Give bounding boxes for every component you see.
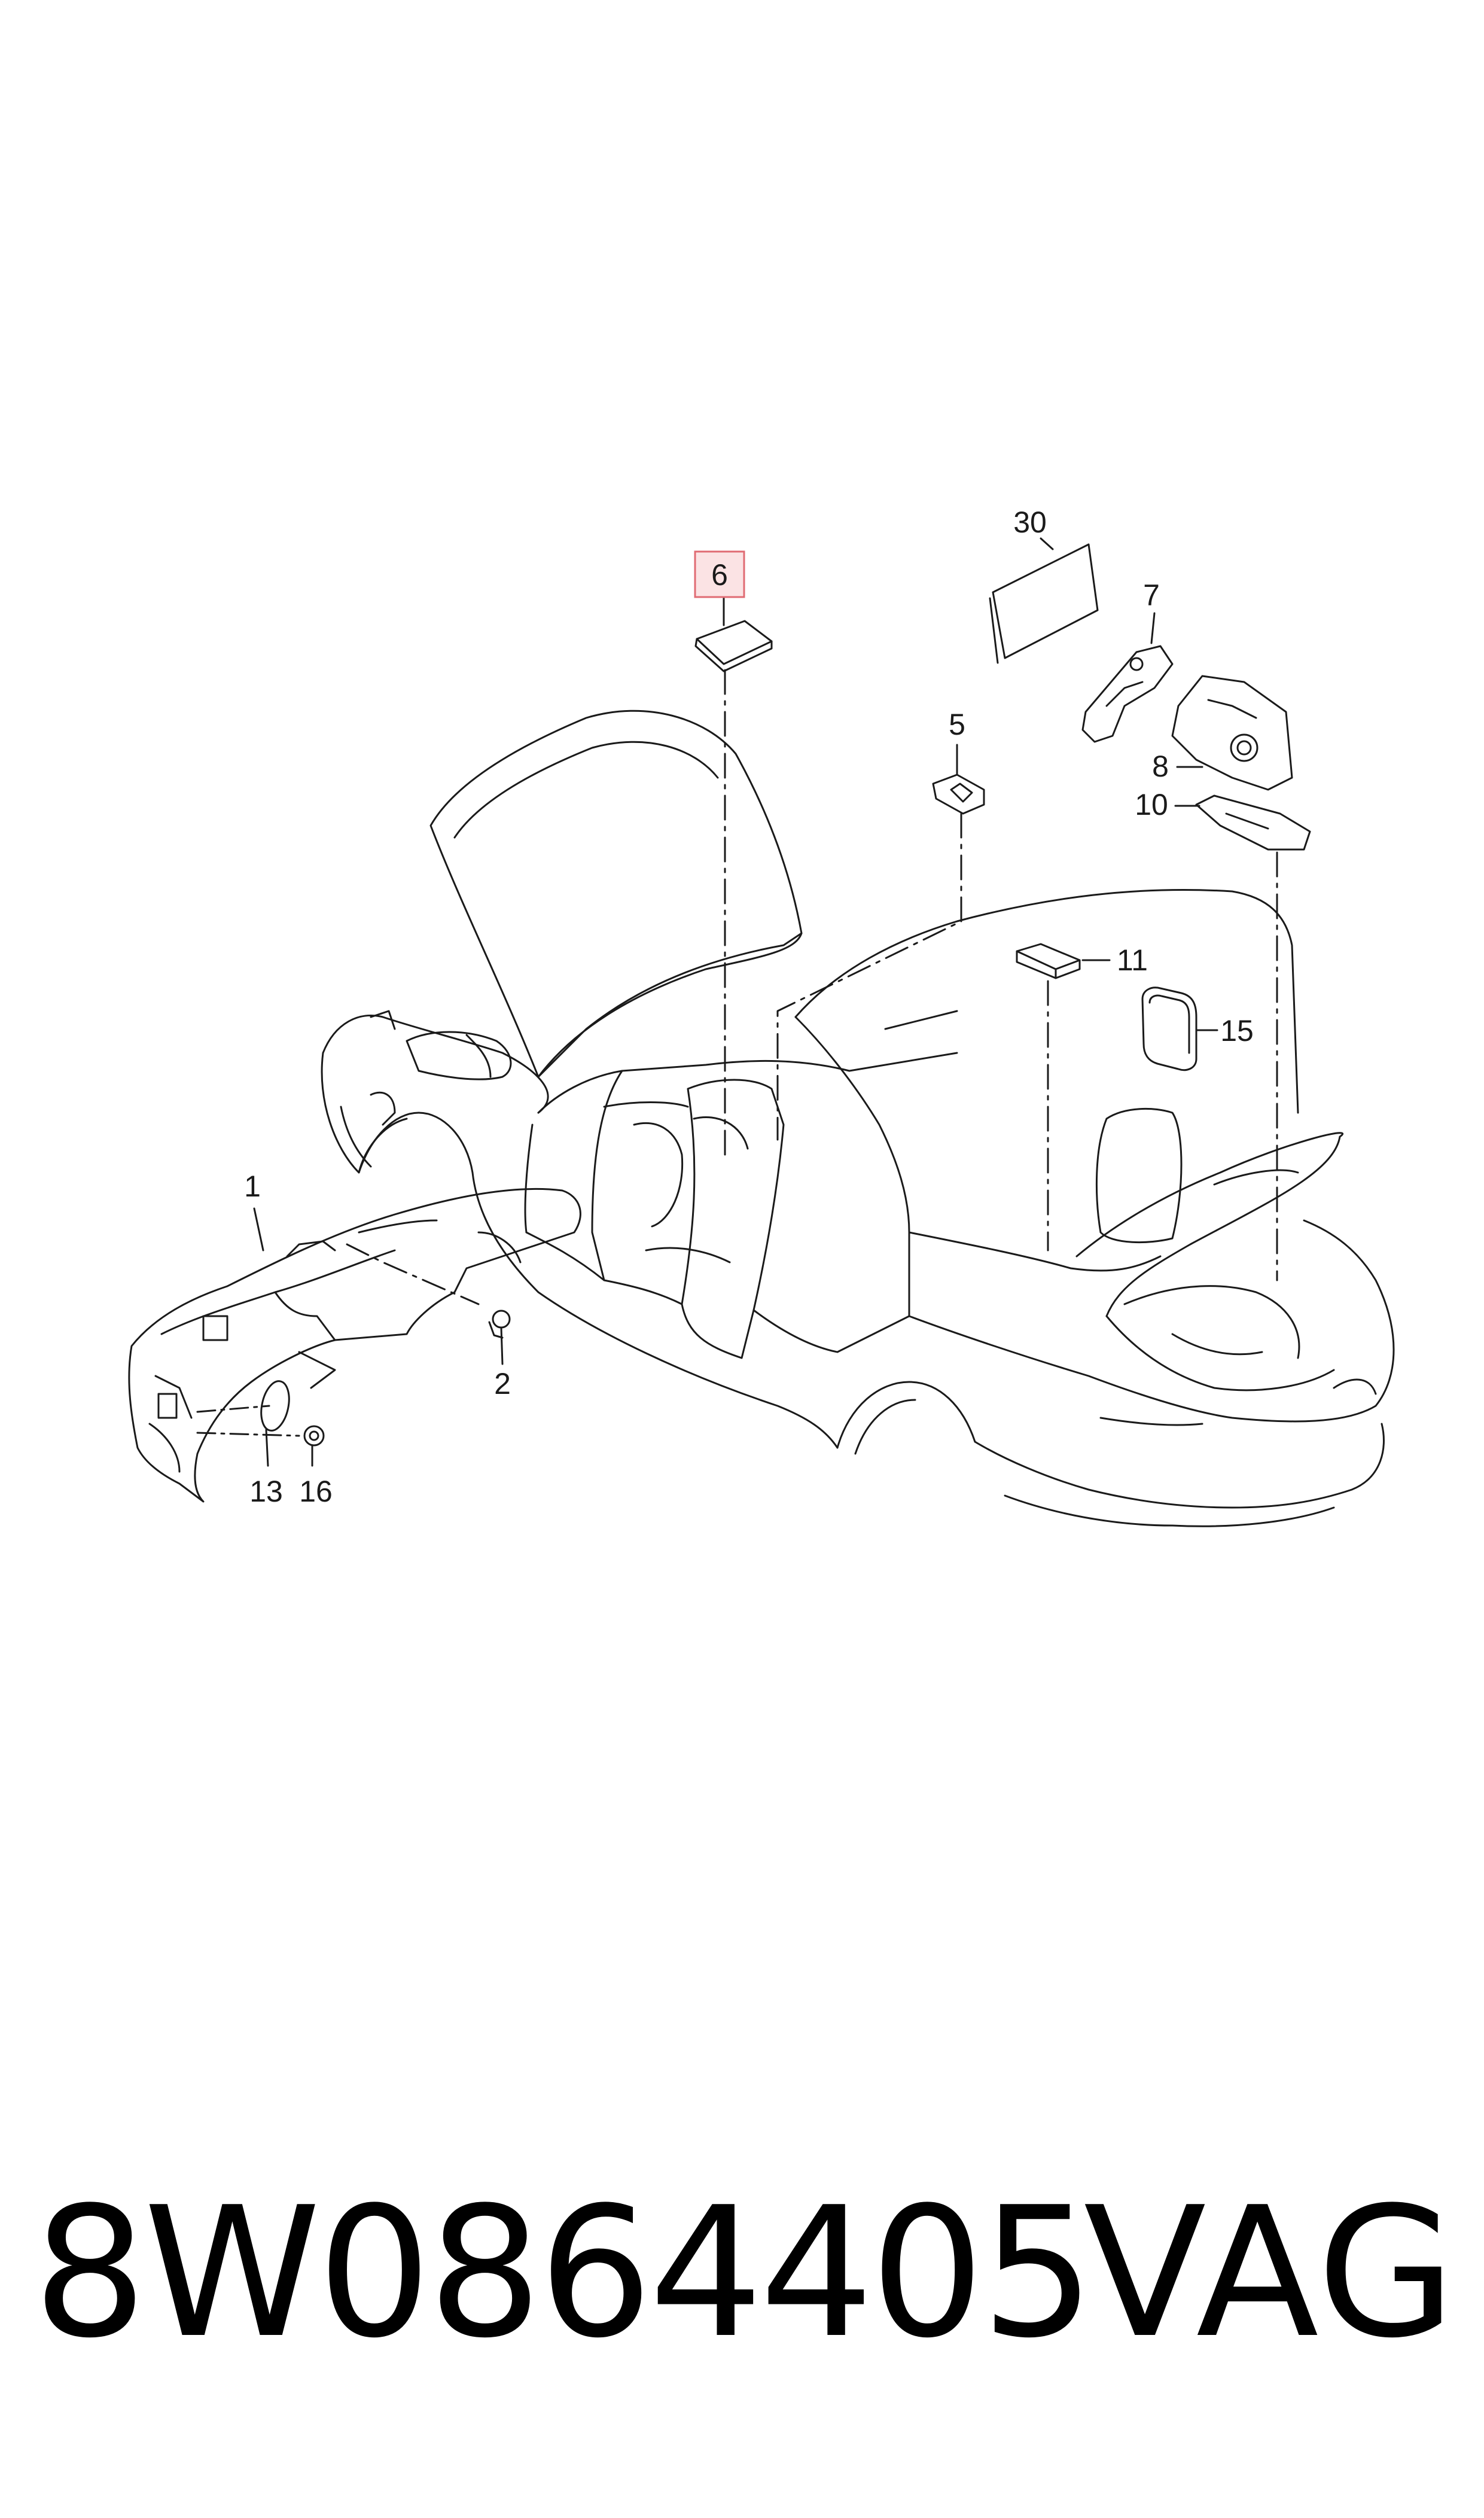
part-11-block [1016, 943, 1081, 979]
leader-lines [196, 537, 1278, 1467]
part-15-pad [1141, 987, 1197, 1071]
callout-labels: 30 6 7 5 8 10 11 15 1 2 13 16 [244, 506, 1254, 1508]
part-16-nut [303, 1425, 325, 1447]
callout-7[interactable]: 7 [1143, 578, 1160, 612]
part-6-pad [694, 620, 773, 672]
part-13-washer [260, 1380, 290, 1432]
callout-6-highlight [694, 550, 745, 598]
callout-1[interactable]: 1 [244, 1170, 261, 1203]
callout-2[interactable]: 2 [494, 1367, 511, 1400]
part-5-clip [932, 774, 985, 815]
part-30-mat [989, 543, 1099, 664]
callout-10[interactable]: 10 [1135, 788, 1168, 821]
callout-30[interactable]: 30 [1013, 506, 1047, 539]
part-7-panel [1081, 645, 1174, 743]
part-2-plug [488, 1310, 511, 1339]
callout-15[interactable]: 15 [1220, 1014, 1254, 1048]
callout-8[interactable]: 8 [1152, 750, 1169, 783]
part-8-panel [1171, 675, 1293, 791]
brand-label: VAG [1083, 2169, 1457, 2377]
car-body-outline [321, 710, 1395, 1527]
callout-11[interactable]: 11 [1117, 943, 1148, 977]
footer: 8W0864405 VAG [0, 2184, 1484, 2393]
callout-5[interactable]: 5 [949, 708, 965, 741]
part-number: 8W0864405 [33, 2169, 1095, 2377]
callout-13[interactable]: 13 [249, 1475, 283, 1508]
callout-6[interactable]: 6 [711, 558, 728, 592]
part-1-insulation [128, 1188, 581, 1503]
callout-16[interactable]: 16 [299, 1475, 333, 1508]
part-10-panel [1195, 794, 1311, 851]
